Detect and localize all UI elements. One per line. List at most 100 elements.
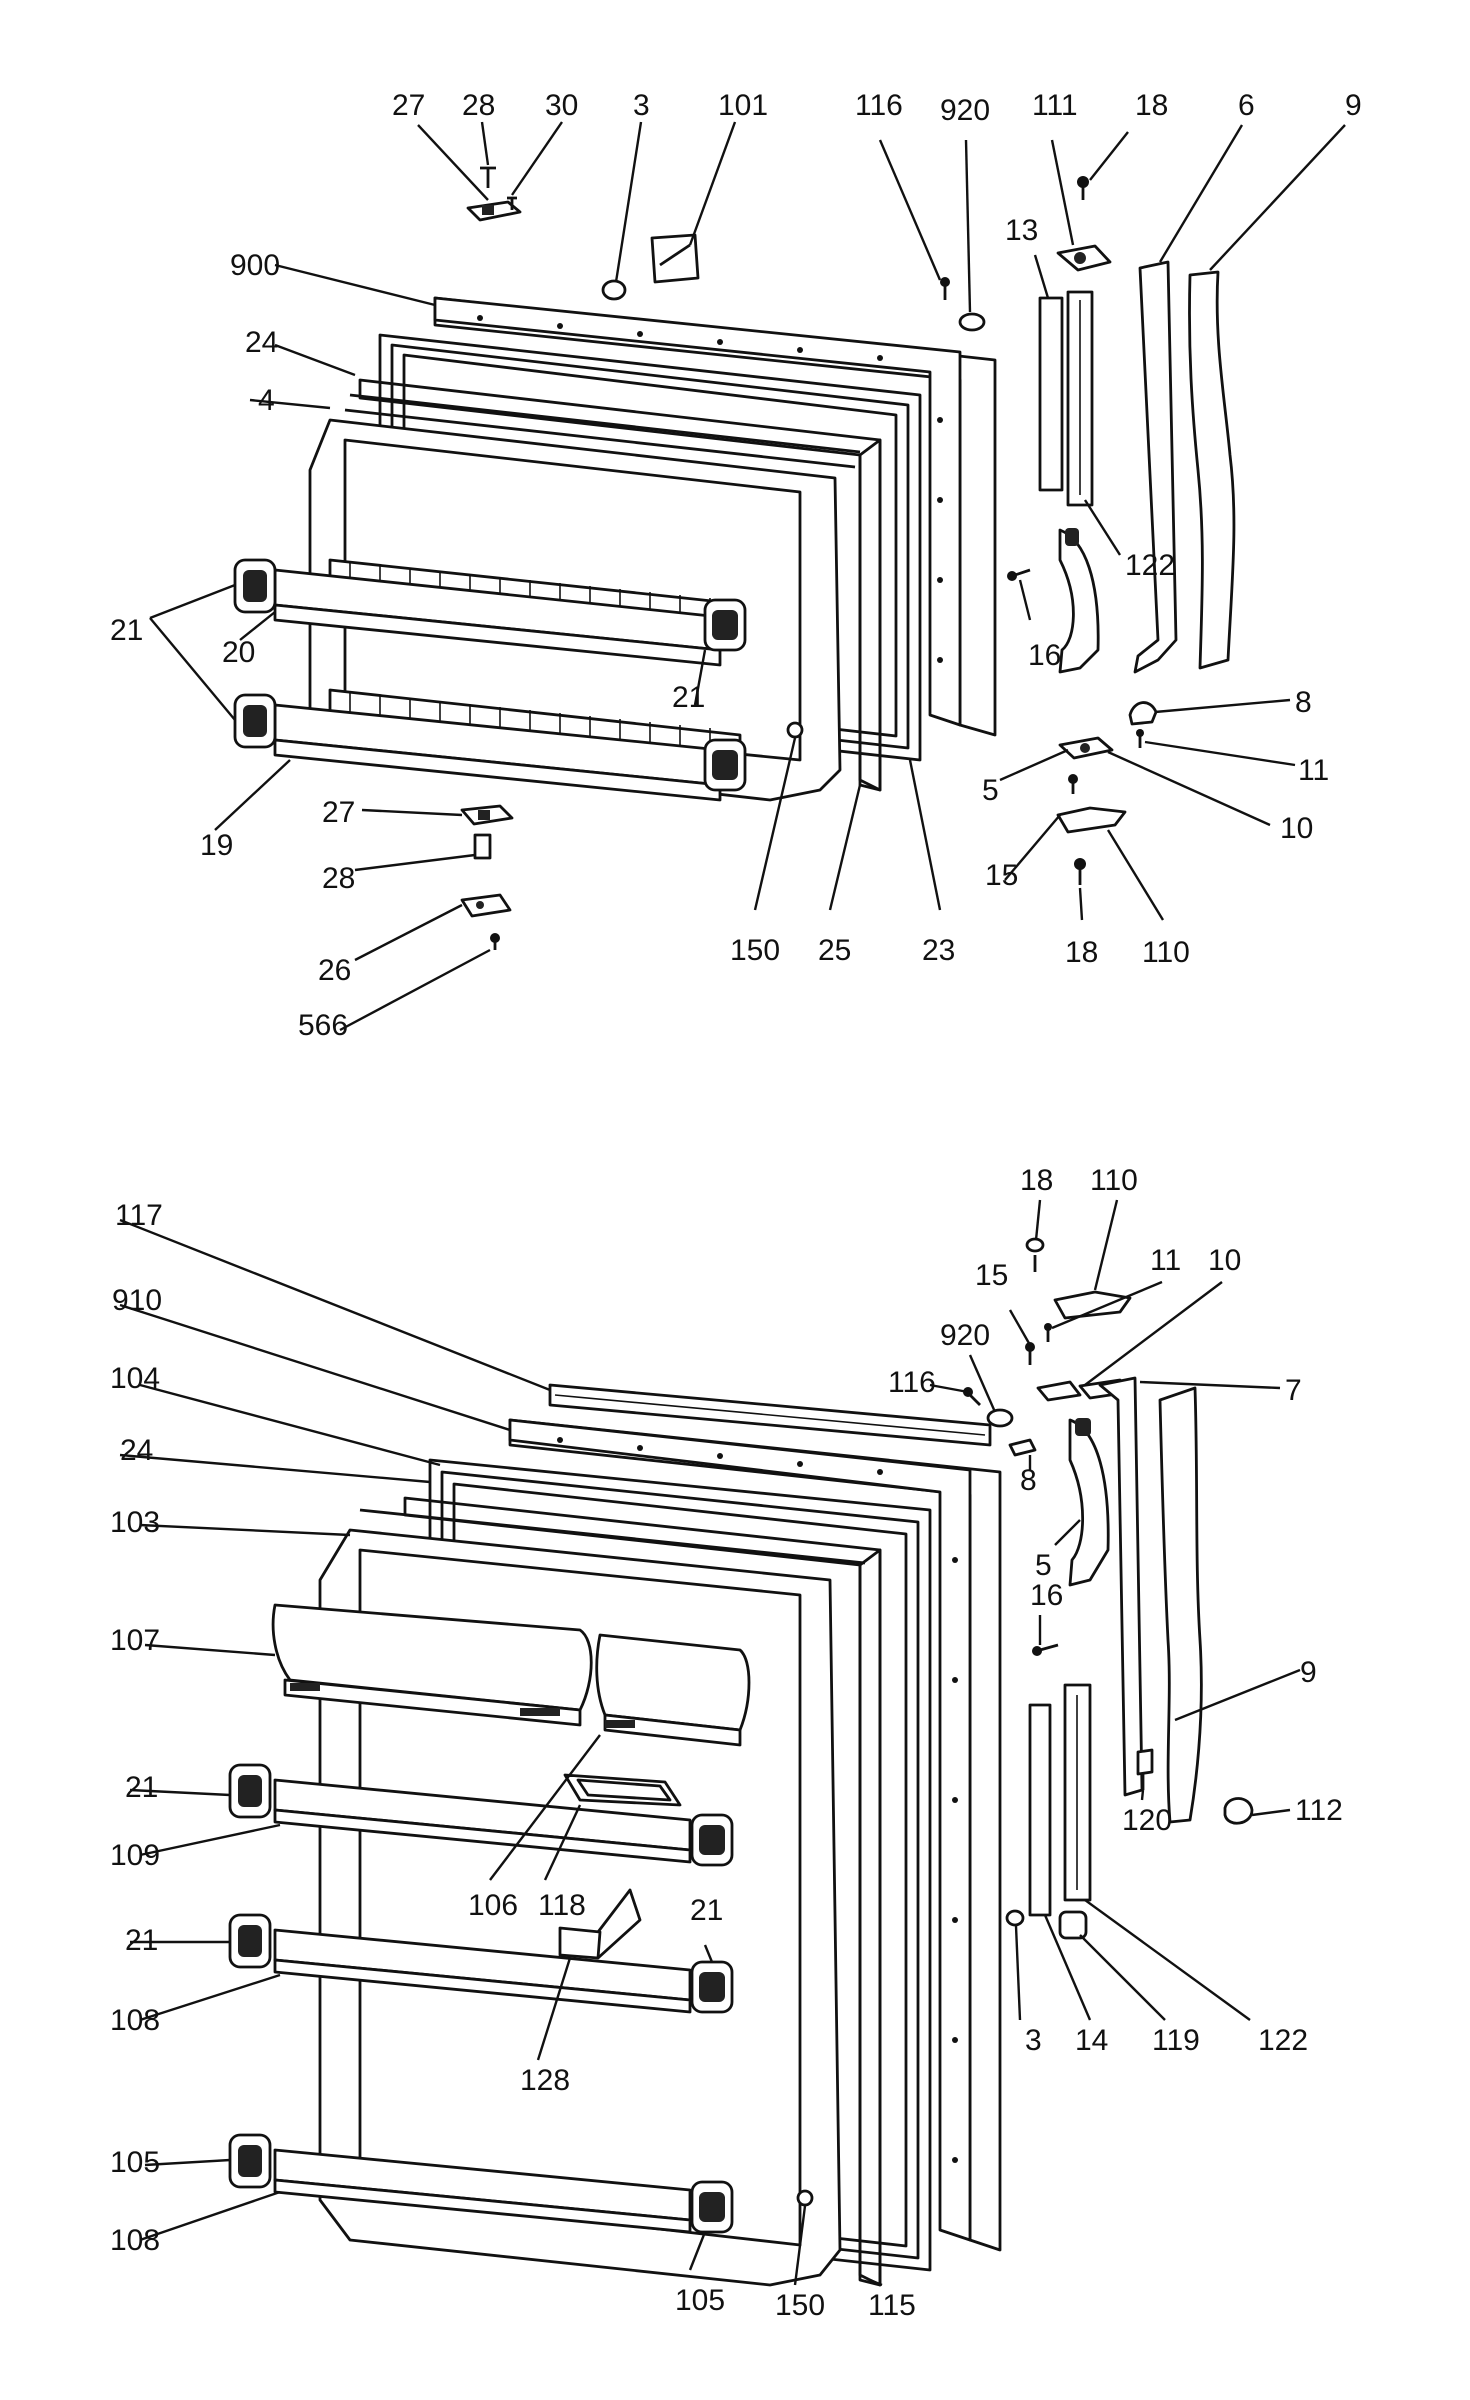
- callout-b21: 21: [125, 1771, 158, 1804]
- callout-122: 122: [1125, 549, 1175, 582]
- nut-150-bottom: [796, 2189, 814, 2207]
- freezer-door-assembly: 27 28 30 3 101 116 920 111 18 6 9 900 13…: [110, 89, 1362, 1042]
- callout-b116: 116: [888, 1366, 936, 1399]
- callout-10: 10: [1280, 812, 1313, 845]
- callout-27: 27: [392, 89, 425, 122]
- plug-button: [601, 279, 627, 301]
- door-shelf-109: [273, 1778, 692, 1864]
- callout-20: 20: [222, 636, 255, 669]
- bottom-callout-labels: 18 110 117 15 11 10 910 920 116 7 104 24…: [110, 1164, 1343, 2322]
- callout-18: 18: [1135, 89, 1168, 122]
- callout-b120: 120: [1122, 1804, 1172, 1837]
- dairy-bin-106: [595, 1633, 751, 1747]
- handle-bracket-5-bottom: [1068, 1418, 1110, 1587]
- door-handle-9: [1188, 270, 1236, 670]
- callout-b118: 118: [538, 1889, 586, 1922]
- shelf-end-caps-bottom: [228, 1763, 734, 2234]
- dairy-bin-107: [271, 1603, 593, 1727]
- door-shelf-108-middle: [273, 1928, 692, 2014]
- callout-b104: 104: [110, 1362, 160, 1395]
- screw-116: [940, 277, 950, 300]
- callout-b21-left: 21: [125, 1924, 158, 1957]
- callout-b7: 7: [1285, 1374, 1302, 1407]
- callout-11: 11: [1298, 754, 1329, 787]
- callout-8: 8: [1295, 686, 1312, 719]
- callout-b103: 103: [110, 1506, 160, 1539]
- hinge-arm-6: [1133, 260, 1178, 674]
- callout-b150: 150: [775, 2289, 825, 2322]
- top-leader-lines: [149, 121, 1346, 1032]
- callout-150: 150: [730, 934, 780, 967]
- trim-strip-14: [1028, 1703, 1052, 1917]
- callout-b8: 8: [1020, 1464, 1037, 1497]
- callout-b128: 128: [520, 2064, 570, 2097]
- callout-b15: 15: [975, 1259, 1008, 1292]
- callout-15: 15: [985, 859, 1018, 892]
- stop-112: [1223, 1797, 1254, 1825]
- callout-28-lower: 28: [322, 862, 355, 895]
- door-shelf-108-bottom: [273, 2148, 692, 2234]
- handle-cover: [650, 233, 700, 284]
- handle-bracket-5: [1058, 528, 1100, 674]
- callout-b11: 11: [1150, 1244, 1181, 1277]
- callout-21: 21: [110, 614, 143, 647]
- callout-b18: 18: [1020, 1164, 1053, 1197]
- top-hinge-bracket: [466, 166, 522, 222]
- callout-b16: 16: [1030, 1579, 1063, 1612]
- door-handle-9-bottom: [1158, 1386, 1203, 1824]
- outer-door-panel: [433, 296, 997, 737]
- callout-27-lower: 27: [322, 796, 355, 829]
- side-rail-122-bottom: [1063, 1683, 1092, 1902]
- callout-b14: 14: [1075, 2024, 1108, 2057]
- callout-b108: 108: [110, 2004, 160, 2037]
- plug-3-bottom: [1005, 1909, 1025, 1927]
- callout-110: 110: [1142, 936, 1190, 969]
- callout-b119: 119: [1152, 2024, 1200, 2057]
- screw-16: [1007, 568, 1031, 581]
- callout-9: 9: [1345, 89, 1362, 122]
- callout-21-right: 21: [672, 681, 705, 714]
- callout-b24: 24: [120, 1434, 153, 1467]
- callout-13: 13: [1005, 214, 1038, 247]
- fresh-food-door-assembly: 18 110 117 15 11 10 910 920 116 7 104 24…: [110, 1164, 1343, 2322]
- callout-920: 920: [940, 94, 990, 127]
- callout-900: 900: [230, 249, 280, 282]
- top-callout-labels: 27 28 30 3 101 116 920 111 18 6 9 900 13…: [110, 89, 1362, 1042]
- plug-920: [958, 312, 986, 332]
- callout-30: 30: [545, 89, 578, 122]
- trim-strip-13: [1038, 296, 1064, 492]
- callout-b112: 112: [1295, 1794, 1343, 1827]
- callout-28: 28: [462, 89, 495, 122]
- hinge-arm-7: [1098, 1376, 1144, 1797]
- callout-b3: 3: [1025, 2024, 1042, 2057]
- lower-hinge-group: [1056, 701, 1158, 885]
- upper-shelf: [273, 558, 742, 667]
- callout-b21-right: 21: [690, 1894, 723, 1927]
- callout-5: 5: [982, 774, 999, 807]
- callout-6: 6: [1238, 89, 1255, 122]
- label-128: [558, 1888, 642, 1960]
- bolt-120: [1136, 1748, 1154, 1790]
- callout-b122: 122: [1258, 2024, 1308, 2057]
- callout-566: 566: [298, 1009, 348, 1042]
- callout-b108-lower: 108: [110, 2224, 160, 2257]
- side-rail-122: [1066, 290, 1094, 507]
- cap-119: [1058, 1910, 1088, 1940]
- callout-23: 23: [922, 934, 955, 967]
- callout-b9: 9: [1300, 1656, 1317, 1689]
- callout-18-lower: 18: [1065, 936, 1098, 969]
- callout-b910: 910: [112, 1284, 162, 1317]
- callout-26: 26: [318, 954, 351, 987]
- callout-101: 101: [718, 89, 768, 122]
- callout-24: 24: [245, 326, 278, 359]
- callout-111: 111: [1032, 89, 1078, 122]
- callout-16: 16: [1028, 639, 1061, 672]
- egg-tray-118: [563, 1773, 682, 1807]
- callout-116: 116: [855, 89, 903, 122]
- callout-b115: 115: [868, 2289, 916, 2322]
- callout-b5: 5: [1035, 1549, 1052, 1582]
- lower-hinge-bracket-group: [460, 804, 514, 950]
- callout-b105-lower: 105: [675, 2284, 725, 2317]
- top-trim-117: [548, 1383, 992, 1447]
